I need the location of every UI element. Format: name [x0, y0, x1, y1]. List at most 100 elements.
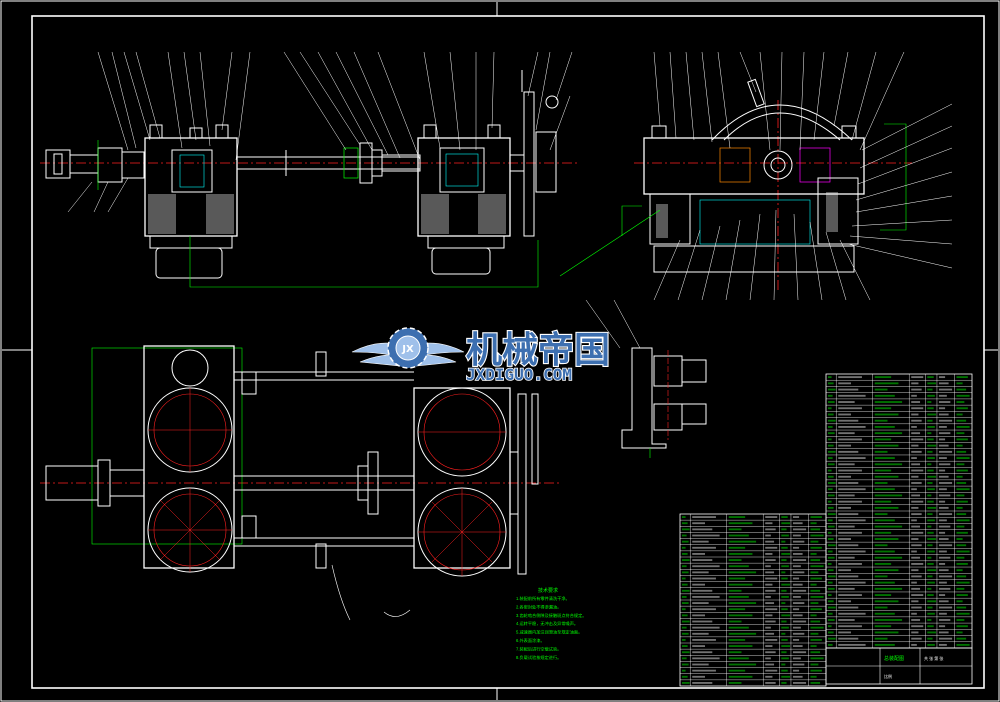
table-cell-mark [911, 413, 919, 416]
table-cell-mark [938, 407, 946, 410]
table-cell-mark [874, 631, 899, 634]
table-cell-mark [838, 432, 855, 435]
table-cell-mark [911, 569, 919, 572]
table-cell-mark [828, 494, 835, 497]
table-cell-mark [938, 376, 946, 379]
table-cell-mark [765, 626, 771, 629]
table-cell-mark [874, 382, 899, 385]
table-cell-mark [911, 587, 921, 590]
table-cell-mark [838, 488, 866, 491]
table-cell-mark [728, 522, 753, 525]
table-cell-mark [927, 444, 937, 447]
side-section-view [559, 78, 912, 290]
table-cell-mark [938, 575, 953, 578]
table-cell-mark [682, 675, 688, 678]
table-cell-mark [874, 519, 895, 522]
table-cell-mark [828, 388, 836, 391]
table-cell-mark [956, 606, 967, 609]
table-cell-mark [874, 513, 888, 516]
watermark: JX 机械帝国 JXDIGUO.COM [351, 327, 611, 385]
table-cell-mark [792, 559, 807, 561]
table-cell-mark [828, 450, 836, 453]
table-cell-mark [956, 631, 963, 634]
table-cell-mark [927, 544, 933, 547]
table-cell-mark [692, 663, 709, 666]
table-cell-mark [938, 581, 947, 584]
table-cell-mark [838, 382, 851, 385]
table-cell-mark [828, 612, 833, 615]
table-cell-mark [828, 407, 832, 410]
table-cell-mark [781, 632, 786, 635]
table-cell-mark [828, 600, 834, 603]
table-cell-mark [938, 643, 947, 646]
table-cell-mark [765, 675, 773, 678]
table-cell-mark [956, 575, 967, 578]
table-cell-mark [838, 525, 855, 528]
table-cell-mark [692, 516, 716, 518]
table-cell-mark [956, 538, 963, 540]
table-cell-mark [828, 475, 834, 478]
table-cell-mark [927, 550, 935, 553]
table-cell-mark [792, 645, 803, 647]
table-cell-mark [682, 632, 689, 635]
table-cell-mark [692, 651, 713, 654]
table-cell-mark [956, 394, 970, 397]
table-cell-mark [838, 457, 866, 460]
table-cell-mark [781, 626, 789, 629]
table-cell-mark [682, 589, 690, 592]
table-cell-mark [838, 413, 851, 416]
table-cell-mark [692, 614, 705, 617]
table-cell-mark [938, 444, 949, 447]
table-cell-mark [765, 639, 778, 641]
drawing-name: 总装配图 [884, 655, 904, 662]
table-cell-mark [828, 531, 832, 534]
table-cell-mark [728, 516, 746, 518]
table-cell-mark [938, 394, 947, 397]
table-cell-mark [874, 475, 899, 478]
table-cell-mark [828, 625, 832, 628]
table-cell-mark [810, 565, 824, 568]
table-cell-mark [938, 612, 947, 615]
table-cell-mark [911, 606, 922, 609]
table-cell-mark [692, 639, 716, 641]
table-cell-mark [810, 608, 822, 611]
table-cell-mark [792, 657, 801, 660]
sheet-label: 共 张 第 张 [924, 655, 943, 661]
table-cell-mark [828, 606, 836, 609]
table-cell-mark [765, 540, 775, 543]
table-cell-mark [810, 577, 822, 580]
table-cell-mark [938, 531, 946, 534]
table-cell-mark [781, 516, 788, 518]
table-cell-mark [828, 619, 835, 621]
table-cell-mark [692, 559, 713, 561]
table-cell-mark [828, 482, 836, 484]
table-cell-mark [692, 565, 720, 568]
table-cell-mark [828, 382, 834, 385]
svg-text:JX: JX [401, 344, 414, 355]
table-cell-mark [956, 425, 970, 428]
table-cell-mark [874, 569, 899, 572]
table-cell-mark [927, 506, 937, 509]
table-cell-mark [938, 606, 953, 609]
table-cell-mark [692, 577, 716, 580]
table-cell-mark [874, 637, 888, 640]
table-cell-mark [927, 488, 935, 491]
table-cell-mark [828, 643, 833, 646]
table-cell-mark [911, 419, 922, 422]
table-cell-mark [765, 589, 776, 592]
table-cell-mark [927, 432, 932, 435]
table-cell-mark [810, 675, 817, 678]
table-cell-mark [682, 546, 686, 549]
table-cell-mark [682, 639, 686, 641]
table-cell-mark [682, 602, 689, 604]
table-cell-mark [927, 438, 934, 441]
table-cell-mark [692, 602, 709, 604]
table-cell-mark [810, 620, 821, 623]
table-cell-mark [874, 587, 903, 590]
table-cell-mark [828, 538, 834, 540]
table-cell-mark [728, 675, 753, 678]
table-cell-mark [728, 589, 742, 592]
table-cell-mark [692, 657, 720, 660]
table-cell-mark [956, 488, 970, 491]
table-cell-mark [911, 388, 922, 391]
